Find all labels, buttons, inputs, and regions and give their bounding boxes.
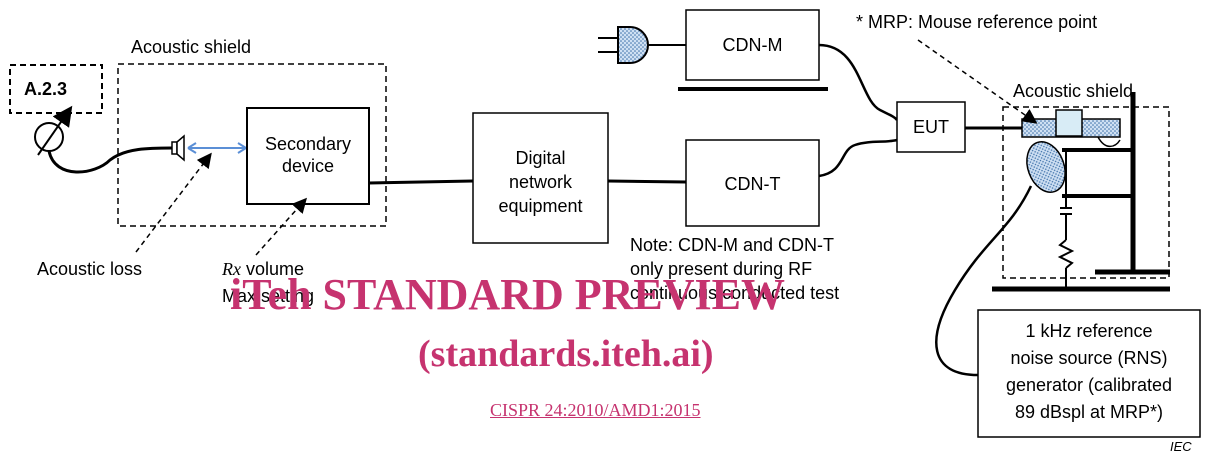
watermark-title: iTeh STANDARD PREVIEW [230, 270, 785, 319]
acoustic-shield-right-label: Acoustic shield [1013, 81, 1134, 101]
digital-network-box [472, 112, 609, 244]
secondary-device-label: Secondary device [264, 134, 352, 176]
meter-icon [34, 105, 73, 156]
speaker-icon [171, 134, 185, 162]
rns-cable [935, 185, 1033, 377]
cable-secondary-digital [368, 179, 474, 185]
max-setting-label: Max setting [222, 286, 315, 306]
acoustic-shield-left-label: Acoustic shield [131, 37, 252, 57]
acoustic-loss-label: Acoustic loss [37, 259, 143, 279]
secondary-device-box [246, 107, 370, 205]
acoustic-shield-right [1002, 106, 1170, 279]
rns-generator-label: 1 kHz reference noise source (RNS) gener… [1005, 321, 1173, 422]
power-plug-icon [598, 26, 686, 64]
watermark-subtitle: (standards.iteh.ai) [418, 333, 714, 375]
meter-cable [47, 146, 173, 174]
acoustic-loss-leader [135, 152, 212, 253]
standard-link[interactable]: CISPR 24:2010/AMD1:2015 [490, 400, 701, 420]
rx-volume-leader [255, 197, 307, 256]
digital-network-label: Digital network equipment [498, 148, 583, 216]
cdn-m-box [685, 9, 820, 81]
acoustic-path-arrow [187, 142, 247, 154]
mouse-device [1021, 109, 1121, 148]
cable-cdnt-eut [818, 138, 898, 178]
cdn-t-box [685, 139, 820, 227]
mrp-note: * MRP: Mouse reference point [856, 12, 1098, 32]
eut-label: EUT [913, 117, 949, 137]
rx-volume-label: Rx volume [222, 259, 305, 279]
cable-digital-cdnt [607, 179, 687, 184]
a23-label: A.2.3 [24, 79, 68, 99]
iec-label: IEC [1170, 439, 1192, 454]
rns-speaker [1026, 141, 1066, 193]
cdn-t-label: CDN-T [724, 174, 781, 194]
cdn-m-label: CDN-M [722, 35, 783, 55]
test-stand [992, 92, 1170, 292]
cdn-note: Note: CDN-M and CDN-T only present durin… [630, 235, 840, 303]
cable-cdnm-eut [818, 43, 899, 121]
acoustic-shield-left [117, 63, 387, 227]
mrp-leader [917, 39, 1038, 124]
rns-generator-box [977, 309, 1201, 438]
